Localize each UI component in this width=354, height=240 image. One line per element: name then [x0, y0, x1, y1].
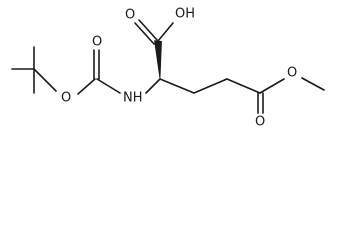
bond-acid-carbonyl-double-2: [134, 22, 155, 45]
bond-beta-to-gamma-carbon: [193, 78, 228, 94]
bond-carbonyl-to-nitrogen: [96, 78, 121, 94]
atom-label-ester-carbonyl-oxygen: O: [255, 115, 265, 130]
tert-butyl-group: [11, 46, 57, 94]
boc-carbamate-group: [77, 49, 121, 95]
bond-gamma-to-ester-carbon: [226, 78, 261, 94]
bond-nitrogen-to-alpha-carbon: [145, 78, 161, 94]
bond-acid-carbonyl-double-1: [138, 19, 159, 42]
methyl-ester-group: [257, 77, 325, 114]
bond-alpha-to-beta-carbon: [159, 78, 195, 94]
atom-label-methoxy-oxygen: O: [287, 66, 297, 81]
bond-ester-carbon-to-oxygen: [259, 78, 285, 94]
carboxylic-acid-group: [134, 19, 174, 45]
atom-label-boc-carbonyl-oxygen: O: [92, 35, 102, 50]
amino-acid-backbone: [145, 40, 261, 94]
bond-tbu-to-oxygen: [33, 68, 57, 92]
atom-label-acid-carbonyl-oxygen: O: [125, 8, 135, 23]
bond-acid-carbon-to-hydroxyl: [157, 22, 174, 42]
stereo-wedge-bond: [154, 40, 162, 80]
chemical-structure: OH O O O NH O O: [11, 7, 325, 130]
bond-ester-oxygen-to-carbonyl: [77, 78, 96, 95]
atom-label-hydroxyl: OH: [175, 7, 195, 22]
atom-label-amine: NH: [123, 91, 143, 106]
bond-oxygen-to-methyl: [301, 77, 325, 91]
atom-label-boc-ester-oxygen: O: [61, 91, 71, 106]
